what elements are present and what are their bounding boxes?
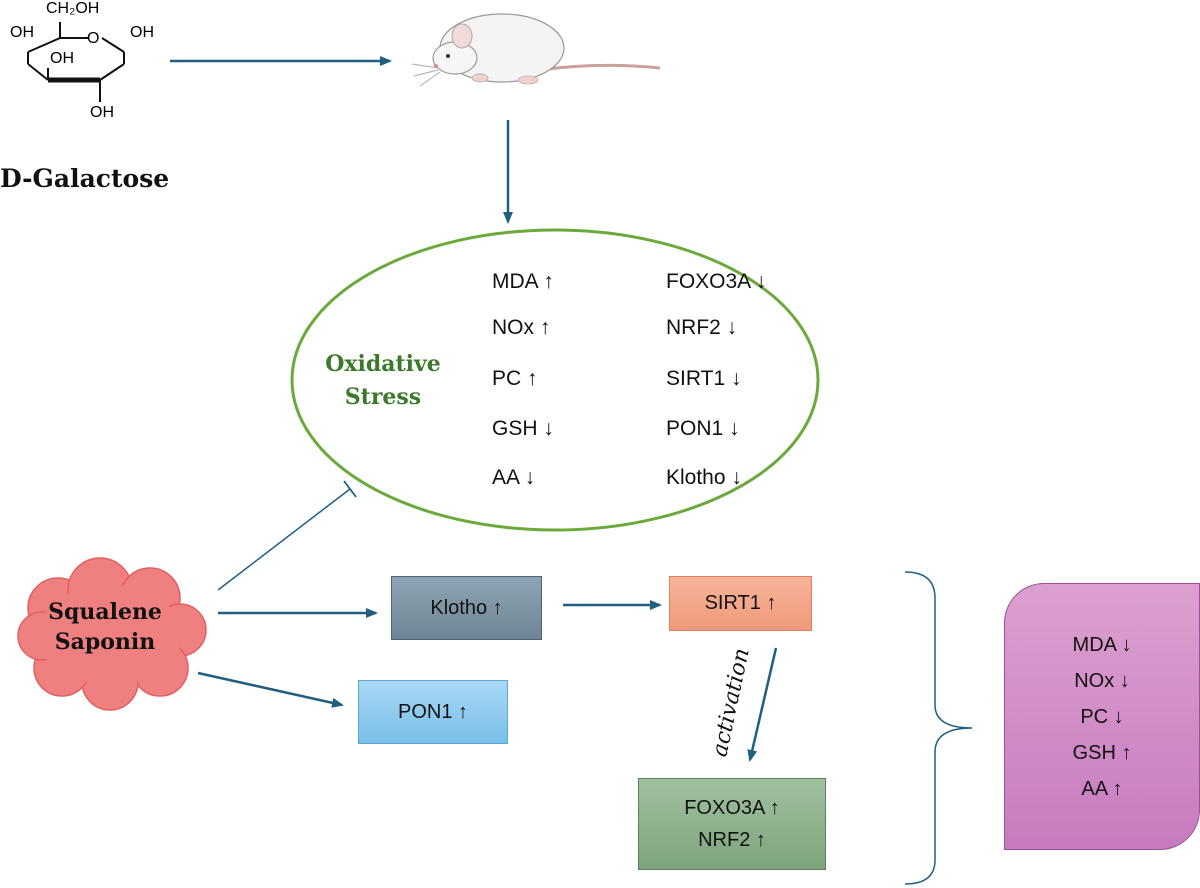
- saponin-label: Squalene Saponin: [30, 597, 180, 657]
- klotho-box-label: Klotho ↑: [430, 596, 503, 619]
- oxidative-stress-title-line2: Stress: [344, 384, 422, 410]
- galactose-oh-left-label: OH: [10, 24, 34, 41]
- outcome-item: MDA ↓: [1072, 633, 1132, 656]
- outcome-bracket: [904, 571, 973, 885]
- pon1-box: PON1 ↑: [358, 680, 508, 744]
- pon1-box-label: PON1 ↑: [397, 700, 469, 723]
- outcome-item: NOx ↓: [1074, 669, 1130, 692]
- outcome-panel: MDA ↓ NOx ↓ PC ↓ GSH ↑ AA ↑: [1004, 583, 1200, 850]
- stress-right-item: NRF2 ↓: [666, 316, 738, 339]
- sirt1-box-label: SIRT1 ↑: [704, 592, 777, 614]
- klotho-box: Klotho ↑: [391, 576, 542, 640]
- galactose-oh-bottom-label: OH: [90, 104, 114, 121]
- saponin-cloud: [17, 557, 207, 711]
- foxo3a-box-label: FOXO3A ↑: [684, 797, 780, 819]
- stress-right-item: SIRT1 ↓: [666, 367, 742, 390]
- mouse-icon: [411, 13, 661, 87]
- nrf2-box-label: NRF2 ↑: [698, 829, 766, 851]
- stress-right-item: PON1 ↓: [666, 417, 740, 440]
- sirt1-box: SIRT1 ↑: [669, 576, 812, 631]
- oxidative-stress-title-line1: Oxidative: [325, 351, 441, 377]
- outcome-item: GSH ↑: [1072, 741, 1132, 764]
- galactose-oh-right-label: OH: [130, 24, 154, 41]
- stress-right-item: FOXO3A ↓: [666, 270, 767, 293]
- arrow-sirt1-to-foxo3a: [747, 647, 778, 762]
- stress-right-item: Klotho ↓: [666, 466, 742, 489]
- oxidative-stress-title: Oxidative Stress: [318, 348, 448, 414]
- inhibition-saponin-to-stress: [217, 480, 357, 591]
- stress-left-item: AA ↓: [492, 466, 536, 489]
- foxo3a-nrf2-box: FOXO3A ↑ NRF2 ↑: [638, 778, 826, 870]
- galactose-structure: [27, 22, 125, 102]
- stress-left-item: PC ↑: [492, 367, 538, 390]
- outcome-item: PC ↓: [1080, 705, 1124, 728]
- saponin-label-line2: Saponin: [54, 629, 156, 655]
- galactose-title: D-Galactose: [0, 164, 170, 193]
- galactose-ring-oxygen-label: O: [87, 30, 100, 47]
- outcome-item: AA ↑: [1081, 777, 1123, 800]
- oxidative-stress-ellipse: [290, 228, 820, 532]
- arrow-saponin-to-pon1: [197, 671, 344, 708]
- stress-left-item: MDA ↑: [492, 270, 554, 293]
- saponin-label-line1: Squalene: [48, 599, 162, 625]
- stress-left-item: NOx ↑: [492, 316, 551, 339]
- stress-left-item: GSH ↓: [492, 417, 554, 440]
- galactose-ch2oh-label: CH₂OH: [46, 0, 100, 17]
- galactose-oh-mid-label: OH: [50, 50, 74, 67]
